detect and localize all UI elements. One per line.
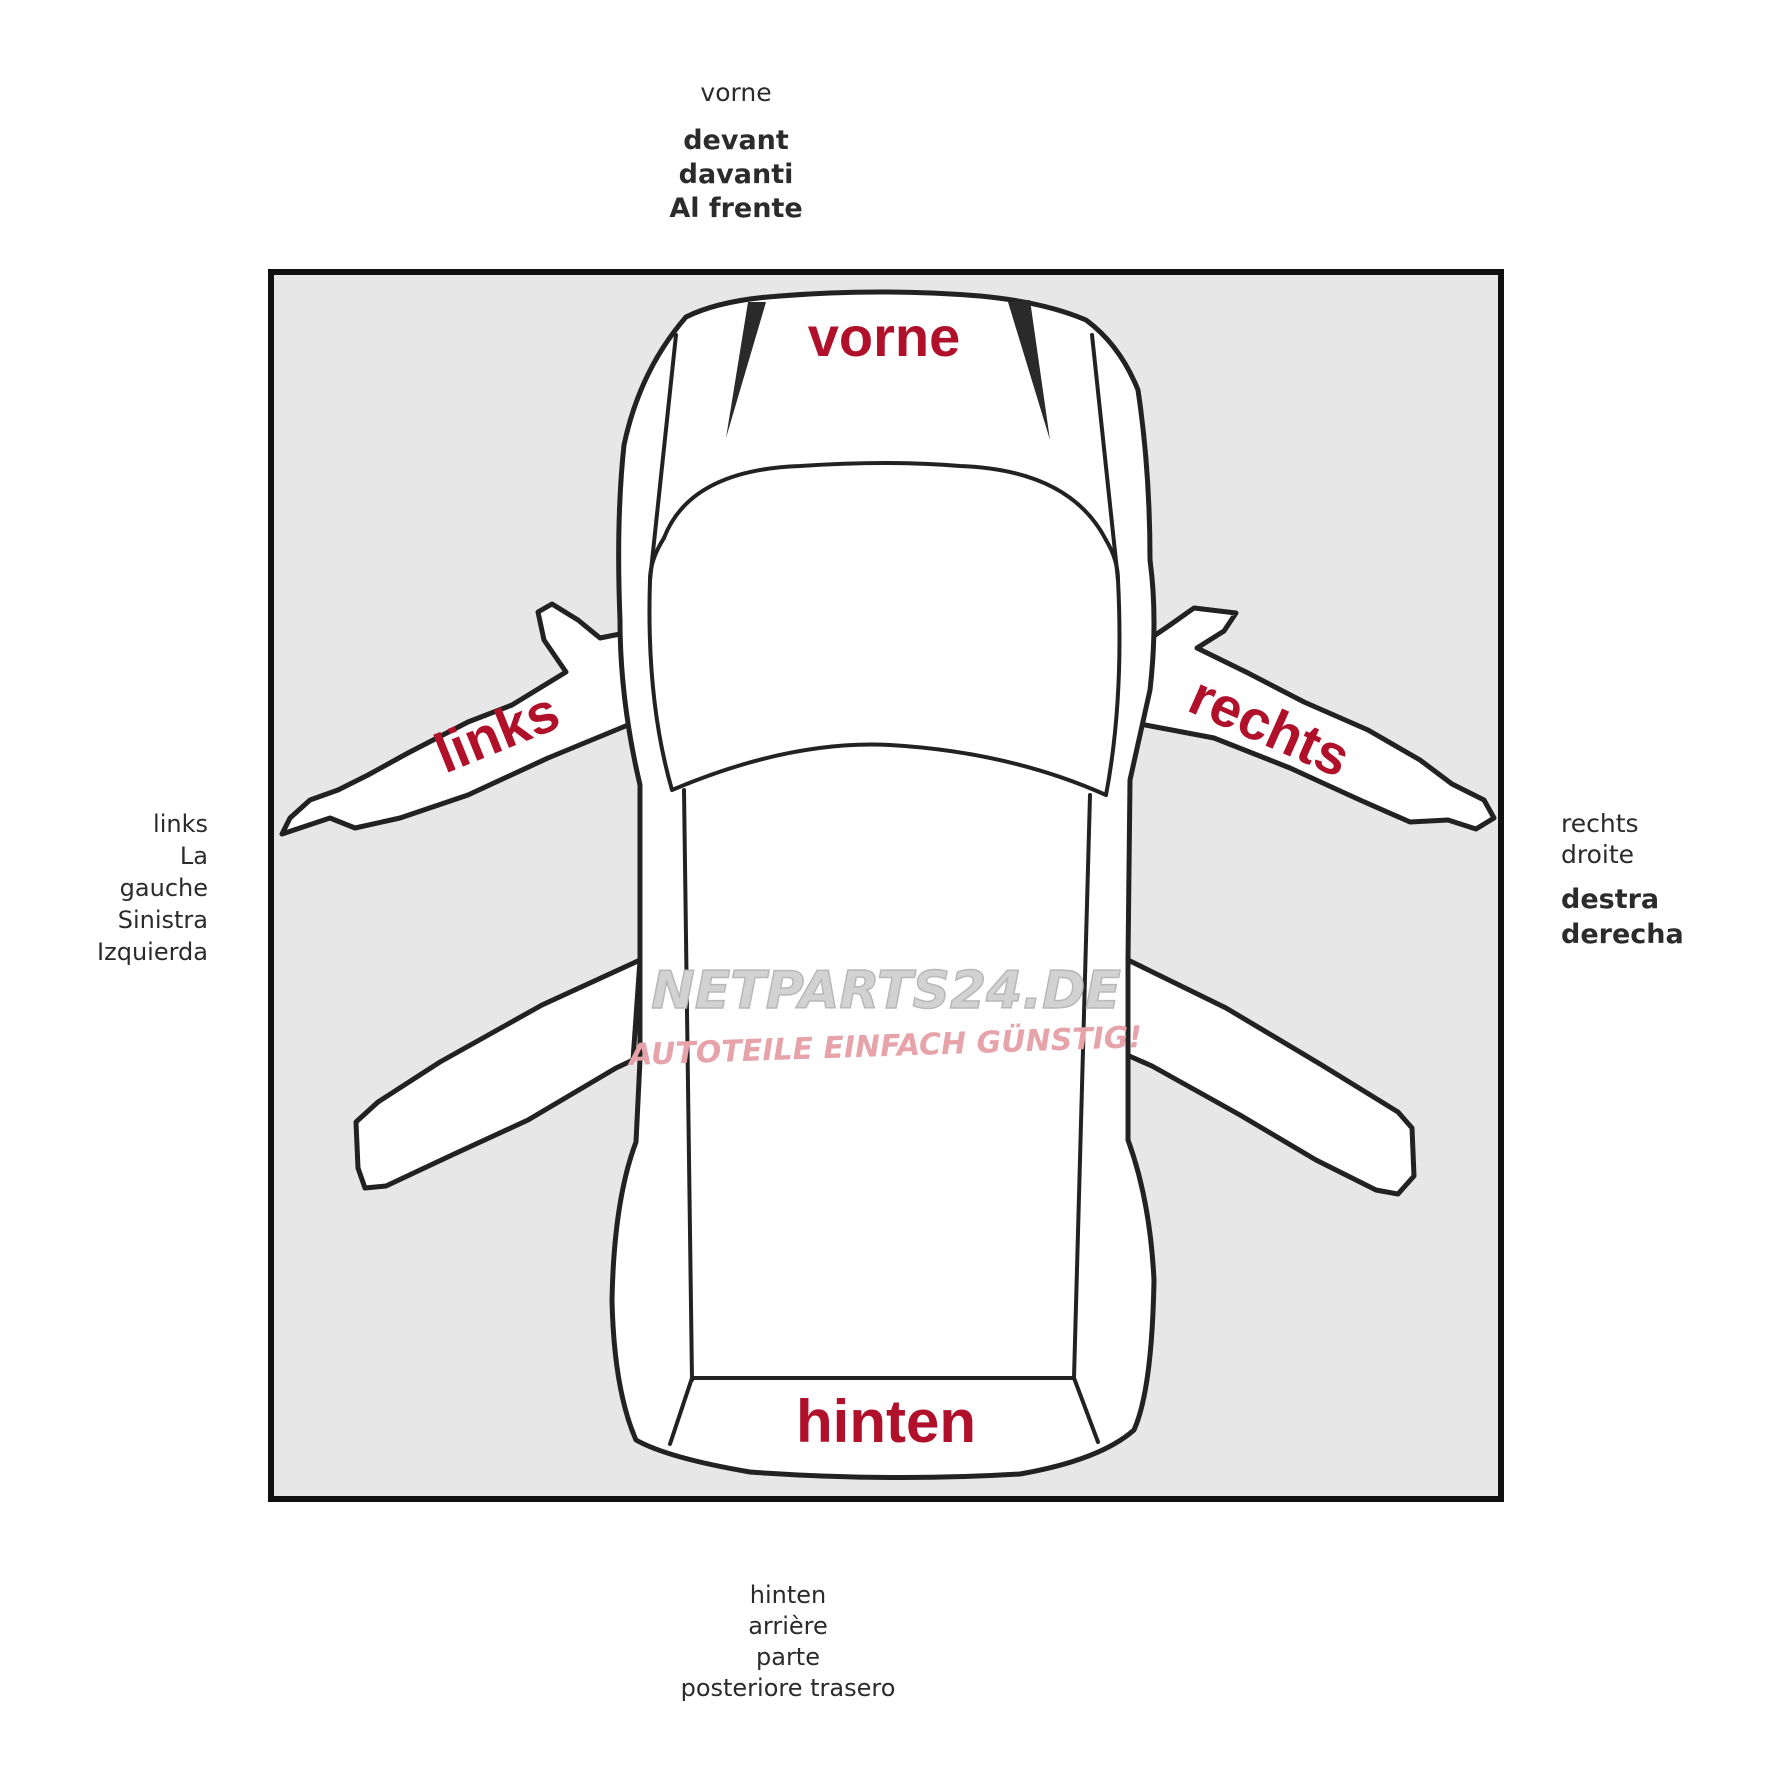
right-labels: rechts droite destra derecha: [1561, 808, 1772, 952]
front-label-es: Al frente: [669, 193, 803, 224]
diagram-rear-label: hinten: [796, 1388, 976, 1455]
cabin-right-rail: [1072, 793, 1092, 1380]
left-label-de: links: [153, 810, 208, 838]
front-label-de: vorne: [700, 78, 772, 107]
rear-labels: hinten arrière parte posteriore trasero: [588, 1580, 988, 1704]
windshield-line: [662, 461, 1108, 542]
car-body-lines: [647, 333, 1122, 1446]
front-left-door: [279, 601, 645, 837]
left-label-fr-1: La: [179, 842, 208, 870]
a-pillar-left: [648, 333, 678, 582]
car-top-view-icon: [279, 289, 1497, 1481]
cabin-left-rail: [682, 788, 694, 1382]
front-label-fr: devant: [683, 125, 789, 156]
left-label-fr-2: gauche: [119, 874, 208, 902]
rear-left-door: [353, 957, 643, 1191]
hood-vent-right: [1008, 300, 1050, 440]
rear-label-es: posteriore trasero: [680, 1674, 896, 1702]
rear-label-de: hinten: [749, 1581, 827, 1609]
right-label-de: rechts: [1561, 809, 1639, 838]
rear-bumper-right: [1072, 1376, 1100, 1444]
hood-vent-left: [726, 302, 766, 438]
diagram-front-label: vorne: [808, 305, 961, 368]
roof-front-edge: [648, 536, 1120, 582]
car-body: [609, 289, 1157, 1481]
watermark-brand: NETPARTS24.DE: [651, 961, 1121, 1021]
roof-outline: [647, 578, 1122, 797]
left-labels: links La gauche Sinistra Izquierda: [0, 808, 208, 968]
rear-right-door: [1124, 957, 1417, 1197]
rear-label-fr: arrière: [748, 1612, 828, 1640]
rear-label-it: parte: [756, 1643, 820, 1671]
left-label-it-es: Sinistra Izquierda: [97, 906, 208, 966]
front-right-door: [1121, 605, 1497, 832]
right-label-es: derecha: [1561, 919, 1684, 950]
a-pillar-right: [1090, 333, 1120, 582]
rear-bumper-left: [668, 1376, 694, 1446]
right-label-fr: droite: [1561, 840, 1635, 869]
front-label-it: davanti: [678, 159, 794, 190]
front-labels: vorne devant davanti Al frente: [586, 80, 886, 226]
right-label-it: destra: [1561, 884, 1660, 915]
